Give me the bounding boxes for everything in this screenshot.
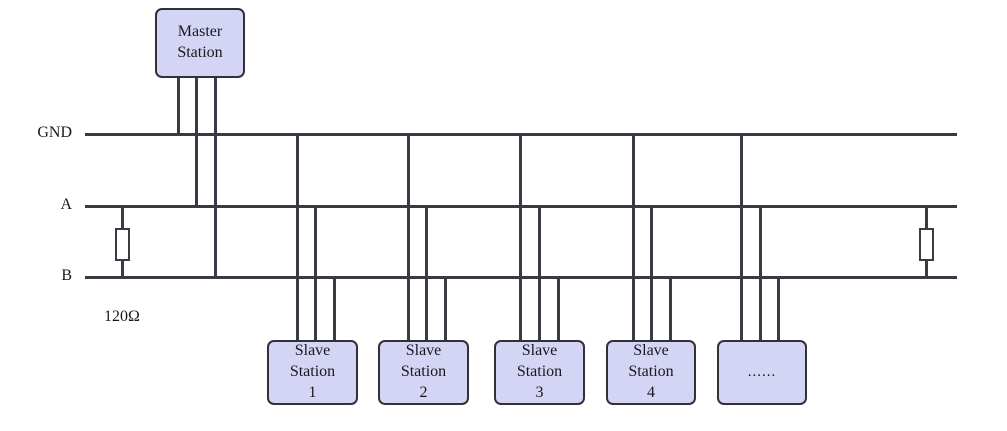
master-station-box[interactable]: Master Station <box>155 8 245 78</box>
slave-2-drop-gnd <box>407 133 410 342</box>
slave-station-4-label-line1: Slave <box>633 342 669 360</box>
slave-station-more-box[interactable]: ...... <box>717 340 807 405</box>
right-terminator-resistor <box>919 228 934 261</box>
slave-station-more-label: ...... <box>747 363 777 380</box>
slave-station-2-label-line1: Slave <box>405 342 442 360</box>
slave-station-3-label-line3: 3 <box>535 383 544 401</box>
slave-2-drop-b <box>444 276 447 342</box>
master-drop-gnd <box>177 76 180 135</box>
slave-4-drop-gnd <box>632 133 635 342</box>
slave-station-1-label-line2: Station <box>289 363 336 381</box>
slave-station-4-label-line3: 4 <box>647 383 655 401</box>
slave-1-drop-gnd <box>296 133 299 342</box>
slave-station-2-label-line3: 2 <box>419 383 428 401</box>
slave-station-2-box[interactable]: Slave Station 2 <box>378 340 469 405</box>
slave-station-1-box[interactable]: Slave Station 1 <box>267 340 358 405</box>
a-bus-label: A <box>60 196 72 213</box>
left-resistor-label: 120Ω <box>104 308 140 325</box>
master-station-label-line2: Station <box>177 44 223 61</box>
slave-station-4-label-line2: Station <box>628 363 674 381</box>
gnd-bus-label: GND <box>37 124 72 141</box>
slave-3-drop-a <box>538 205 541 342</box>
left-resistor-stub-bottom <box>121 259 124 279</box>
master-drop-a <box>195 76 198 207</box>
slave-station-1-label-line3: 1 <box>308 383 317 401</box>
slave-station-3-label-line1: Slave <box>521 342 558 360</box>
slave-station-1-label-line1: Slave <box>294 342 331 360</box>
slave-more-drop-b <box>777 276 780 342</box>
left-resistor-stub-top <box>121 205 124 230</box>
slave-station-3-box[interactable]: Slave Station 3 <box>494 340 585 405</box>
slave-more-drop-gnd <box>740 133 743 342</box>
slave-3-drop-b <box>557 276 560 342</box>
left-terminator-resistor <box>115 228 130 261</box>
slave-2-drop-a <box>425 205 428 342</box>
b-bus-label: B <box>61 267 72 284</box>
slave-4-drop-a <box>650 205 653 342</box>
slave-station-4-box[interactable]: Slave Station 4 <box>606 340 696 405</box>
slave-4-drop-b <box>669 276 672 342</box>
slave-station-3-label-line2: Station <box>516 363 563 381</box>
master-drop-b <box>214 76 217 278</box>
slave-more-drop-a <box>759 205 762 342</box>
right-resistor-stub-bottom <box>925 259 928 279</box>
slave-1-drop-b <box>333 276 336 342</box>
master-station-label-line1: Master <box>177 23 223 41</box>
slave-3-drop-gnd <box>519 133 522 342</box>
slave-1-drop-a <box>314 205 317 342</box>
slave-station-2-label-line2: Station <box>400 363 447 381</box>
right-resistor-stub-top <box>925 205 928 230</box>
